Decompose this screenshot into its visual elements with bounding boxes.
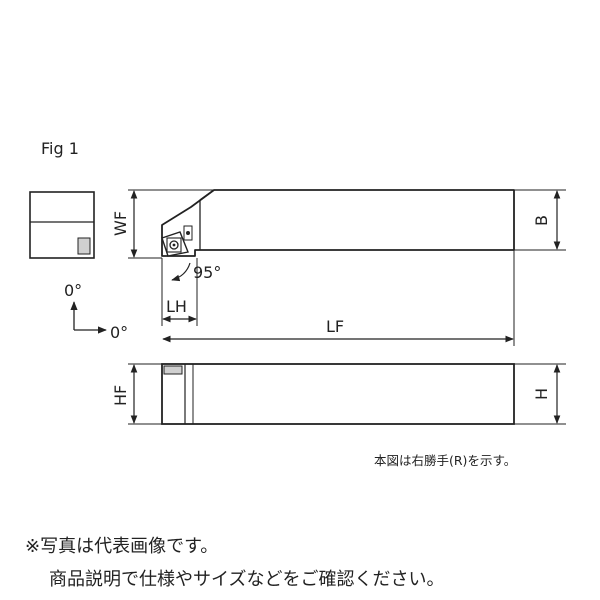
wf-label: WF: [111, 211, 130, 236]
lf-dimension: [162, 250, 515, 346]
hf-label: HF: [111, 385, 130, 406]
lh-label: LH: [166, 297, 187, 316]
photo-disclaimer: ※写真は代表画像です。: [25, 536, 219, 557]
end-view-insert: [77, 237, 91, 255]
lh-dimension: [161, 258, 198, 326]
wf-dimension: [128, 189, 214, 259]
end-view: [29, 191, 95, 259]
figure-title: Fig 1: [41, 139, 79, 158]
angle-arc: [171, 262, 191, 282]
b-dimension: [514, 189, 566, 251]
top-view: [161, 189, 515, 257]
axis-vertical-label: 0°: [64, 281, 82, 300]
spec-notice: 商品説明で仕様やサイズなどをご確認ください。: [49, 569, 445, 590]
side-view: [161, 363, 515, 425]
axis-horizontal-label: 0°: [110, 323, 128, 342]
b-label: B: [532, 215, 551, 226]
h-label: H: [532, 388, 551, 400]
angle-label: 95°: [193, 263, 221, 282]
axis-indicator: [70, 301, 107, 334]
lf-label: LF: [326, 317, 344, 336]
handedness-note: 本図は右勝手(R)を示す。: [374, 453, 517, 468]
hf-dimension: [128, 363, 162, 425]
h-dimension: [514, 363, 566, 425]
side-view-insert: [163, 365, 183, 375]
